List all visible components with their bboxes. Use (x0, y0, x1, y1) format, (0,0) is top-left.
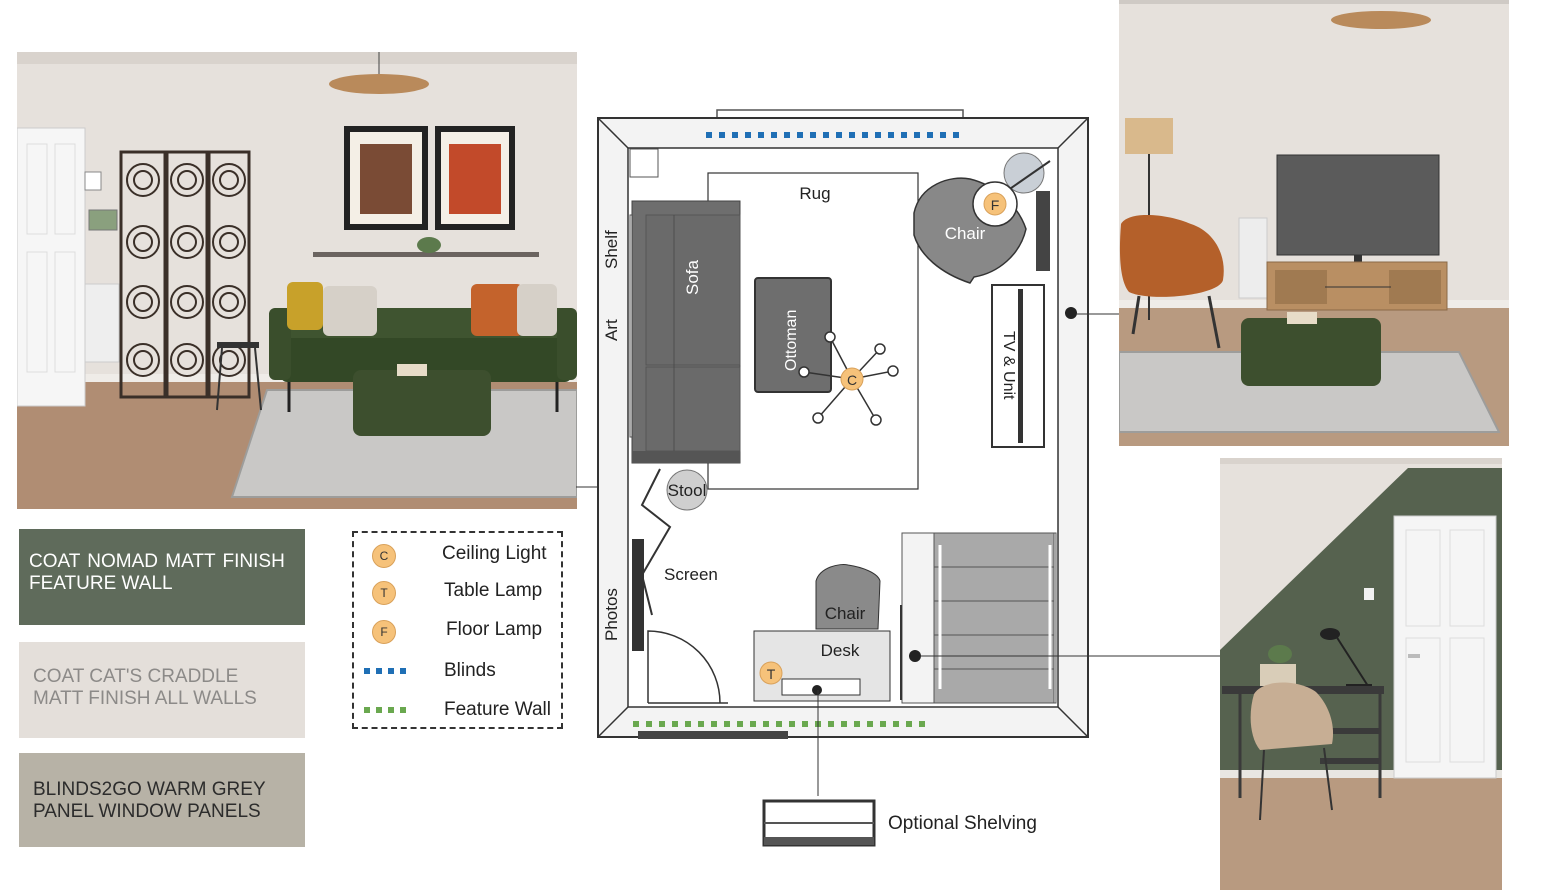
table-lamp-badge-plan (759, 661, 783, 685)
photos-strip (632, 539, 644, 651)
right-bottom-connector (920, 655, 1222, 657)
living-room-render (17, 52, 577, 509)
legend-row-feature-wall: Feature Wall (364, 697, 559, 727)
stool (666, 469, 708, 511)
legend-label-feature-wall: Feature Wall (444, 699, 551, 720)
desk-area-render (1220, 458, 1502, 890)
ceiling-light-badge-label: C (847, 372, 857, 388)
photos-label: Photos (602, 588, 621, 641)
desk-chair (815, 564, 881, 630)
sofa-label: Sofa (683, 259, 702, 295)
desk-shelving-connector (817, 690, 819, 796)
shelf-label: Shelf (602, 230, 621, 269)
legend-label-ceiling-light: Ceiling Light (442, 543, 547, 564)
art-label: Art (602, 319, 621, 341)
floor-plan: Rug Shelf Art Sofa Ottoman C Chair F TV … (597, 109, 1089, 739)
optional-shelving-image (762, 799, 876, 847)
table-lamp-badge-label: T (767, 666, 776, 682)
feature-wall-line (633, 721, 925, 727)
sofa (631, 200, 741, 464)
legend-box: C Ceiling Light T Table Lamp F Floor Lam… (352, 531, 563, 729)
ceiling-light-badge: C (372, 544, 396, 568)
blinds-dots-icon (364, 668, 406, 674)
screen-divider (640, 468, 672, 616)
swatch-feature-wall: COAT NOMAD MATT FINISH FEATURE WALL (19, 529, 305, 625)
screen-label: Screen (664, 565, 718, 584)
table-lamp-badge: T (372, 581, 396, 605)
legend-label-blinds: Blinds (444, 660, 496, 681)
ottoman-label: Ottoman (783, 310, 800, 371)
door-swing (647, 630, 721, 704)
legend-row-table-lamp: T Table Lamp (364, 578, 559, 608)
swatch-feature-wall-line1: COAT NOMAD MATT FINISH (29, 551, 285, 572)
floor-lamp-badge-label: F (991, 197, 1000, 213)
floor-lamp-badge: F (372, 620, 396, 644)
desk-label: Desk (821, 641, 860, 660)
swatch-blinds-line2: PANEL WINDOW PANELS (33, 801, 261, 822)
chair-desk-label: Chair (825, 604, 866, 623)
swatch-blinds: BLINDS2GO WARM GREY PANEL WINDOW PANELS (19, 753, 305, 847)
optional-shelving-label: Optional Shelving (888, 813, 1037, 834)
swatch-all-walls-line1: COAT CAT'S CRADDLE (33, 666, 239, 687)
swatch-all-walls: COAT CAT'S CRADDLE MATT FINISH ALL WALLS (19, 642, 305, 738)
floor-lamp-badge-plan (983, 192, 1007, 216)
legend-row-floor-lamp: F Floor Lamp (364, 617, 559, 647)
rug-label: Rug (799, 184, 830, 203)
legend-row-blinds: Blinds (364, 658, 559, 688)
legend-label-floor-lamp: Floor Lamp (446, 619, 543, 640)
tv-wall-render (1119, 0, 1509, 446)
blinds-line (706, 132, 959, 138)
ceiling-light-badge-plan (840, 367, 864, 391)
chair-top-label: Chair (945, 224, 986, 243)
right-top-connector (1076, 313, 1122, 315)
legend-label-table-lamp: Table Lamp (444, 580, 543, 601)
floor-lamp-shade (1003, 152, 1045, 194)
tv-unit-label: TV & Unit (1000, 331, 1017, 400)
radiator-plan (1036, 191, 1050, 271)
swatch-feature-wall-line2: FEATURE WALL (29, 573, 173, 594)
swatch-all-walls-line2: MATT FINISH ALL WALLS (33, 688, 257, 709)
stool-label: Stool (668, 481, 707, 500)
feature-wall-dots-icon (364, 707, 406, 713)
legend-row-ceiling-light: C Ceiling Light (364, 541, 559, 571)
swatch-blinds-line1: BLINDS2GO WARM GREY (33, 779, 266, 800)
